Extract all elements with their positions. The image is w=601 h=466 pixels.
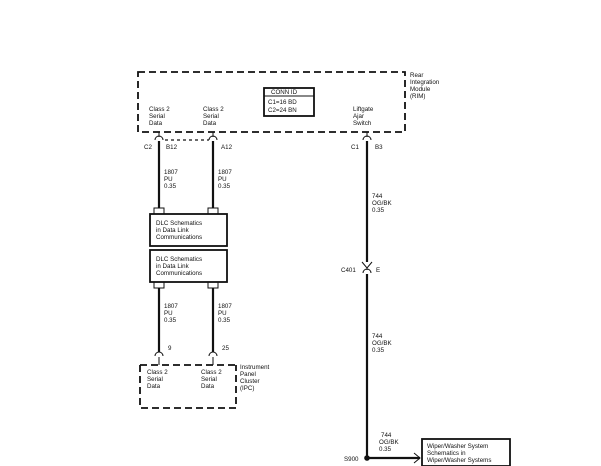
wire-left-lower-circuit: 1807 (164, 303, 178, 310)
rim-name-line-1: Rear (410, 72, 423, 79)
rim-name-line-3: Module (410, 86, 431, 93)
wire-middle-lower-color: PU (218, 310, 227, 317)
rim-pin-middle-label-3: Data (203, 120, 217, 127)
ipc-name-line-2: Panel (240, 371, 256, 378)
rim-middle-pin: A12 (221, 144, 233, 151)
ipc-name-line-1: Instrument (240, 364, 270, 371)
splice-s900-label: S900 (344, 456, 359, 463)
wire-left-upper-color: PU (164, 176, 173, 183)
rim-pin-right-label-3: Switch (353, 120, 372, 127)
wire-right-lower-color: OG/BK (372, 340, 392, 347)
conn-id-2: C2=24 BN (268, 107, 297, 114)
rim-pin-right-label-2: Ajar (353, 113, 364, 120)
rim-right-conn: C1 (351, 144, 359, 151)
ipc-name-line-4: (IPC) (240, 385, 254, 392)
wire-left-lower-size: 0.35 (164, 317, 177, 324)
wire-right-bottom-size: 0.35 (379, 446, 392, 453)
c401-connector (361, 261, 373, 274)
conn-id-box: CONN ID C1=16 BD C2=24 BN (263, 87, 315, 117)
rim-right-pin: B3 (375, 144, 383, 151)
wire-middle-lower-size: 0.35 (218, 317, 231, 324)
wire-right-upper-color: OG/BK (372, 200, 392, 207)
dlc-box-1-line-2: in Data Link (156, 227, 190, 234)
wire-middle-upper-color: PU (218, 176, 227, 183)
rim-name-line-4: (RIM) (410, 93, 425, 100)
ipc-pin-25: 25 (222, 345, 229, 352)
wiper-box-line-2: Schematics in (427, 450, 466, 457)
c401-pin: E (376, 267, 380, 274)
rim-pin-middle-label-2: Serial (203, 113, 219, 120)
rim-pin-right-label-1: Liftgate (353, 106, 374, 113)
wire-left-upper-size: 0.35 (164, 183, 177, 190)
wire-right-upper-circuit: 744 (372, 193, 383, 200)
ipc-module: Instrument Panel Cluster (IPC) Class 2 S… (139, 364, 270, 409)
wiper-box-line-3: Wiper/Washer Systems (427, 457, 491, 464)
rim-pin-left-label-1: Class 2 (149, 106, 170, 113)
ipc-pin-left-label-1: Class 2 (147, 369, 168, 376)
wiper-washer-box: Wiper/Washer System Schematics in Wiper/… (421, 438, 511, 466)
dlc-box-2: DLC Schematics in Data Link Communicatio… (149, 249, 228, 283)
wire-right-lower-size: 0.35 (372, 347, 385, 354)
dlc-box-2-line-2: in Data Link (156, 263, 190, 270)
wire-middle-upper-size: 0.35 (218, 183, 231, 190)
wire-left-lower-color: PU (164, 310, 173, 317)
conn-id-title: CONN ID (271, 89, 298, 96)
wiper-box-line-1: Wiper/Washer System (427, 443, 488, 450)
dlc-box-1-line-3: Communications (156, 234, 202, 241)
ipc-pin-right-label-1: Class 2 (201, 369, 222, 376)
c401-name: C401 (341, 267, 356, 274)
wire-middle-lower-circuit: 1807 (218, 303, 232, 310)
rim-name-line-2: Integration (410, 79, 440, 86)
wire-right-bottom-circuit: 744 (381, 432, 392, 439)
rim-module: Rear Integration Module (RIM) CONN ID C1… (137, 71, 440, 133)
ipc-pin-left-label-3: Data (147, 383, 161, 390)
wire-middle-upper-circuit: 1807 (218, 169, 232, 176)
ipc-pin-left-label-2: Serial (147, 376, 163, 383)
rim-pin-middle-label-1: Class 2 (203, 106, 224, 113)
rim-left-pin: B12 (166, 144, 178, 151)
conn-id-1: C1=16 BD (268, 99, 297, 106)
ipc-pin-right-label-3: Data (201, 383, 215, 390)
wire-right-lower-circuit: 744 (372, 333, 383, 340)
dlc-box-2-line-1: DLC Schematics (156, 256, 202, 263)
dlc-box-2-line-3: Communications (156, 270, 202, 277)
dlc-box-1-line-1: DLC Schematics (156, 220, 202, 227)
wire-right-bottom-color: OG/BK (379, 439, 399, 446)
wire-left-upper-circuit: 1807 (164, 169, 178, 176)
wire-right-upper-size: 0.35 (372, 207, 385, 214)
ipc-name-line-3: Cluster (240, 378, 260, 385)
rim-pin-left-label-2: Serial (149, 113, 165, 120)
dlc-box-1: DLC Schematics in Data Link Communicatio… (149, 213, 228, 247)
ipc-pin-right-label-2: Serial (201, 376, 217, 383)
rim-connector-symbols (154, 132, 372, 141)
rim-module-outline (137, 71, 406, 133)
ipc-connector-symbols (154, 351, 218, 365)
rim-left-conn: C2 (144, 144, 152, 151)
ipc-pin-9: 9 (168, 345, 172, 352)
rim-pin-left-label-3: Data (149, 120, 163, 127)
